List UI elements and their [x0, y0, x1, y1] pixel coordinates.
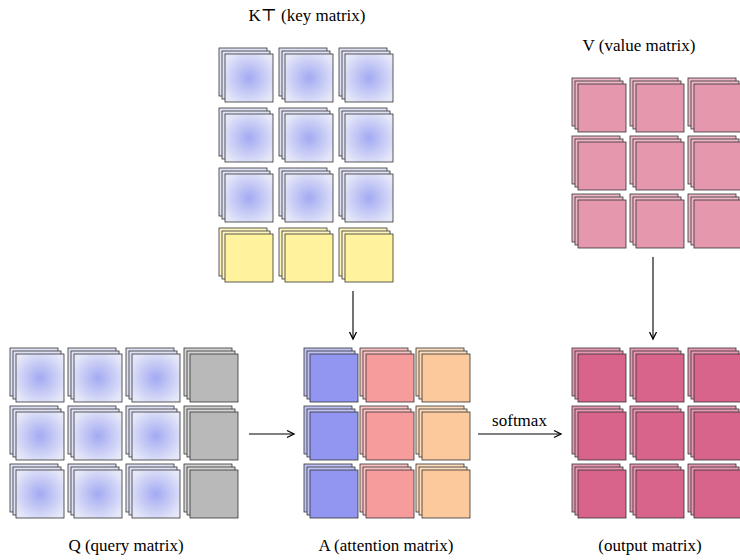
key-matrix: K⊤ (key matrix) — [208, 4, 406, 290]
matrix-label: K⊤ (key matrix) — [248, 6, 365, 26]
query-matrix: Q (query matrix) — [4, 340, 248, 558]
matrix-label: Q (query matrix) — [68, 536, 183, 556]
matrix-label: (output matrix) — [598, 536, 701, 556]
arrow — [478, 433, 561, 434]
arrow — [652, 257, 653, 339]
edge-label: softmax — [490, 411, 549, 431]
arrow — [352, 291, 353, 339]
attention-matrix: A (attention matrix) — [295, 340, 477, 558]
output-matrix: (output matrix) — [562, 340, 738, 558]
matrix-label: V (value matrix) — [583, 36, 696, 56]
value-matrix: V (value matrix) — [540, 34, 738, 256]
arrow — [249, 433, 294, 434]
matrix-label: A (attention matrix) — [318, 536, 453, 556]
